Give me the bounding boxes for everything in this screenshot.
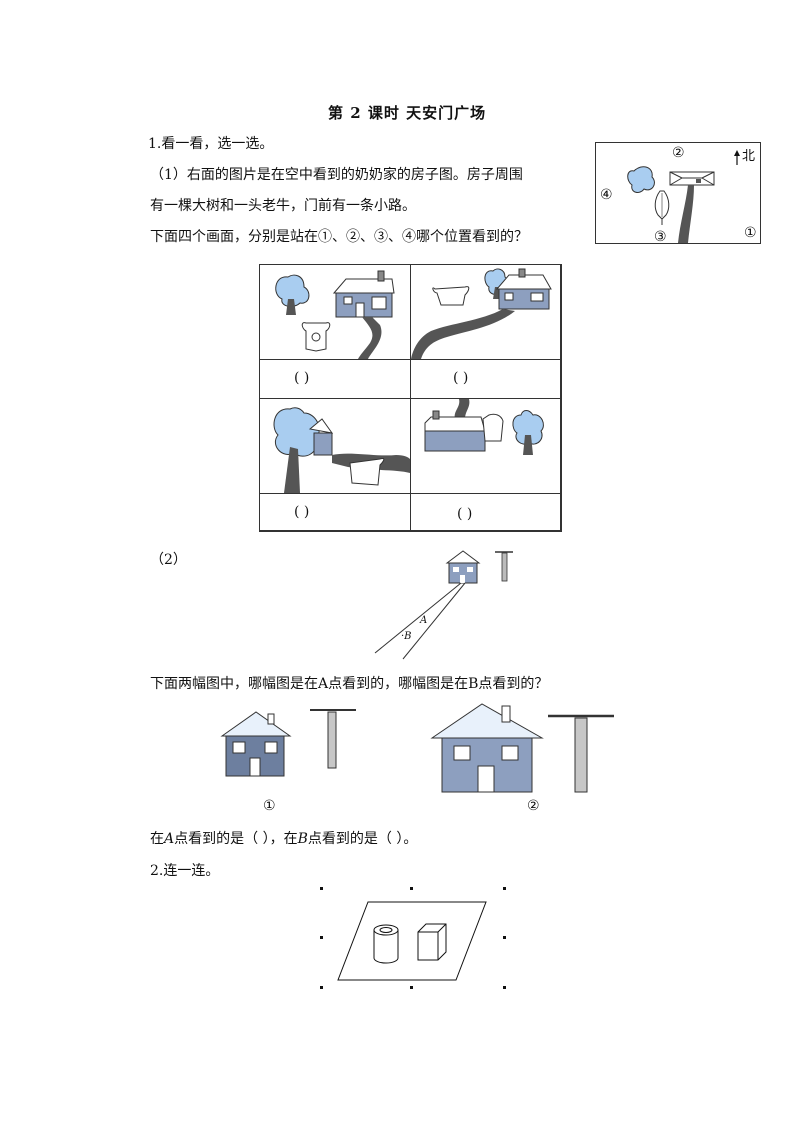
connect-dot[interactable] bbox=[503, 887, 506, 890]
connect-dot[interactable] bbox=[410, 887, 413, 890]
question-2-heading: 2.连一连。 bbox=[150, 863, 220, 879]
view-4-drawing bbox=[424, 399, 544, 455]
question-1-1-line3: 下面四个画面，分别是站在①、②、③、④哪个位置看到的？ bbox=[150, 229, 528, 245]
north-label: 北 bbox=[742, 149, 756, 164]
map-position-4: ④ bbox=[600, 187, 613, 203]
view-1-drawing bbox=[275, 270, 395, 359]
table-surface bbox=[337, 901, 487, 981]
question-1-heading: 1.看一看，选一选。 bbox=[148, 136, 274, 152]
answer-blank-4[interactable]: ( ) bbox=[457, 506, 473, 522]
question-1-2-answer-line: 在A点看到的是（ ），在B点看到的是（ ）。 bbox=[150, 829, 417, 849]
cube bbox=[417, 923, 447, 961]
map-position-2: ② bbox=[672, 145, 685, 161]
figure-2 bbox=[430, 700, 616, 796]
connect-dot[interactable] bbox=[503, 936, 506, 939]
point-a-label: A bbox=[420, 615, 428, 626]
tree-top-view bbox=[627, 166, 655, 193]
answer-blank-1[interactable]: ( ) bbox=[294, 370, 310, 386]
figure-1 bbox=[218, 708, 358, 780]
question-1-2-label: （2） bbox=[150, 552, 187, 568]
question-1-2-text: 下面两幅图中，哪幅图是在A点看到的，哪幅图是在B点看到的？ bbox=[150, 676, 549, 692]
figure-2-label: ② bbox=[527, 798, 540, 814]
answer-cell-3[interactable]: ( ) bbox=[259, 493, 411, 532]
view-picture-4 bbox=[410, 398, 562, 494]
map-position-3: ③ bbox=[654, 229, 667, 245]
connect-dot[interactable] bbox=[320, 936, 323, 939]
view-picture-1 bbox=[259, 264, 411, 360]
answer-blank-2[interactable]: ( ) bbox=[453, 370, 469, 386]
answer-cell-2[interactable]: ( ) bbox=[410, 359, 562, 399]
question-1-1-line1: （1）右面的图片是在空中看到的奶奶家的房子图。房子周围 bbox=[150, 167, 523, 183]
answer-line-point-a: A bbox=[164, 831, 175, 847]
views-grid: ( ) ( ) ( ) ( bbox=[259, 264, 562, 532]
view-3-drawing bbox=[273, 407, 410, 493]
figure-1-label: ① bbox=[263, 798, 276, 814]
connect-dot[interactable] bbox=[503, 986, 506, 989]
page-title: 第 2 课时 天安门广场 bbox=[328, 104, 487, 122]
answer-line-part1: 在 bbox=[150, 831, 164, 847]
connect-dot[interactable] bbox=[320, 887, 323, 890]
figure-1-drawing bbox=[220, 709, 356, 777]
perspective-diagram: A ·B bbox=[365, 547, 525, 665]
connect-dot[interactable] bbox=[410, 986, 413, 989]
question-1-1-line2: 有一棵大树和一头老牛，门前有一条小路。 bbox=[150, 198, 416, 214]
answer-cell-1[interactable]: ( ) bbox=[259, 359, 411, 399]
answer-line-point-b: B bbox=[297, 831, 308, 847]
view-picture-2 bbox=[410, 264, 562, 360]
perspective-diagram-drawing bbox=[374, 550, 513, 660]
figure-2-drawing bbox=[430, 703, 614, 793]
connect-dot[interactable] bbox=[320, 986, 323, 989]
aerial-map: ② 北 ④ ③ ① bbox=[595, 142, 761, 245]
aerial-map-drawing bbox=[627, 150, 740, 243]
connect-diagram bbox=[310, 882, 520, 994]
view-2-drawing bbox=[411, 268, 552, 359]
view-picture-3 bbox=[259, 398, 411, 494]
answer-blank-3[interactable]: ( ) bbox=[294, 504, 310, 520]
point-b-label: ·B bbox=[401, 631, 412, 642]
answer-cell-4[interactable]: ( ) bbox=[410, 493, 562, 532]
answer-line-part3[interactable]: 点看到的是（ ）。 bbox=[307, 831, 418, 847]
connect-diagram-drawing bbox=[320, 887, 506, 989]
answer-line-part2[interactable]: 点看到的是（ ），在 bbox=[174, 831, 298, 847]
map-position-1: ① bbox=[744, 225, 757, 241]
road bbox=[678, 185, 694, 243]
